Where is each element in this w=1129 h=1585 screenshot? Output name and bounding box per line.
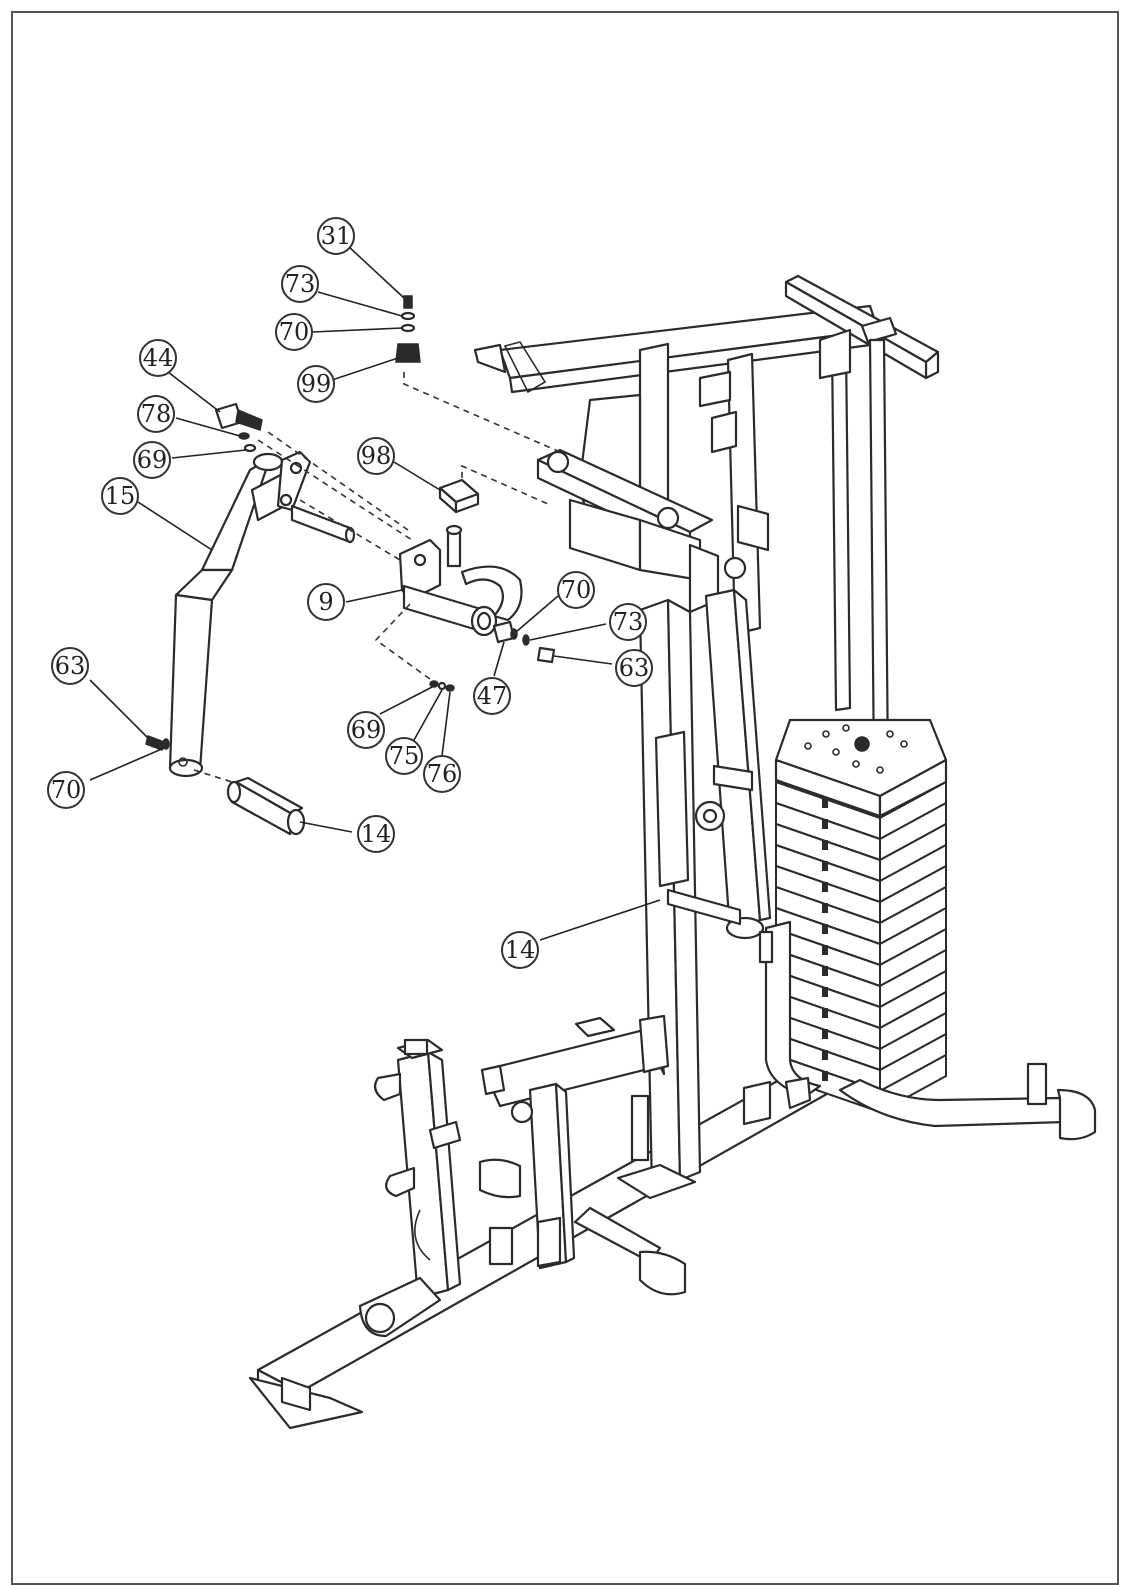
weight-pin-slot [822, 861, 828, 871]
svg-text:99: 99 [301, 370, 332, 398]
svg-text:69: 69 [351, 716, 382, 744]
weight-pin-slot [822, 945, 828, 955]
weight-pin-slot [822, 1029, 828, 1039]
callout-14: 14 [501, 931, 539, 969]
svg-text:69: 69 [137, 446, 168, 474]
svg-text:70: 70 [51, 776, 82, 804]
weight-pin-slot [822, 1008, 828, 1018]
svg-text:73: 73 [285, 270, 316, 298]
svg-text:70: 70 [561, 576, 592, 604]
svg-text:73: 73 [613, 608, 644, 636]
home-gym-frame-lower [358, 920, 1097, 1338]
weight-pin-slot [822, 798, 828, 808]
part-callouts: 31 73 70 99 44 78 69 15 98 9 70 73 63 47… [47, 217, 653, 969]
svg-text:75: 75 [389, 742, 420, 770]
weight-pin-slot [822, 882, 828, 892]
callout-76: 76 [423, 755, 461, 793]
callout-14: 14 [357, 815, 395, 853]
svg-text:63: 63 [619, 654, 650, 682]
callout-70: 70 [47, 771, 85, 809]
weight-stack [775, 780, 947, 1114]
callout-99: 99 [297, 365, 335, 403]
weight-pin-slot [822, 840, 828, 850]
weight-pin-slot [822, 1071, 828, 1081]
weight-pin-slot [822, 966, 828, 976]
callout-73: 73 [281, 265, 319, 303]
svg-text:14: 14 [361, 820, 392, 848]
svg-text:47: 47 [477, 682, 508, 710]
callout-63: 63 [51, 647, 89, 685]
svg-text:70: 70 [279, 318, 310, 346]
svg-text:15: 15 [105, 482, 136, 510]
callout-69: 69 [347, 711, 385, 749]
weight-pin-slot [822, 819, 828, 829]
exploded-parts [145, 295, 556, 836]
svg-text:76: 76 [427, 760, 458, 788]
svg-text:78: 78 [141, 400, 172, 428]
svg-text:98: 98 [361, 442, 392, 470]
callout-69: 69 [133, 441, 171, 479]
callout-63: 63 [615, 649, 653, 687]
weight-pin-slot [822, 903, 828, 913]
weight-pin-slot [822, 924, 828, 934]
callout-44: 44 [139, 339, 177, 377]
svg-text:9: 9 [318, 588, 333, 616]
callout-73: 73 [609, 603, 647, 641]
page-border [11, 11, 1119, 1585]
weight-pin-slot [822, 1050, 828, 1060]
svg-text:31: 31 [321, 222, 352, 250]
callout-78: 78 [137, 395, 175, 433]
weight-pin-slot [822, 987, 828, 997]
callout-31: 31 [317, 217, 355, 255]
callout-70: 70 [557, 571, 595, 609]
svg-text:63: 63 [55, 652, 86, 680]
svg-text:14: 14 [505, 936, 536, 964]
assembly-guides [193, 372, 561, 783]
callout-47: 47 [473, 677, 511, 715]
callout-15: 15 [101, 477, 139, 515]
svg-text:44: 44 [143, 344, 174, 372]
callout-leaders [89, 245, 661, 941]
callout-98: 98 [357, 437, 395, 475]
callout-9: 9 [307, 583, 345, 621]
callout-75: 75 [385, 737, 423, 775]
callout-70: 70 [275, 313, 313, 351]
